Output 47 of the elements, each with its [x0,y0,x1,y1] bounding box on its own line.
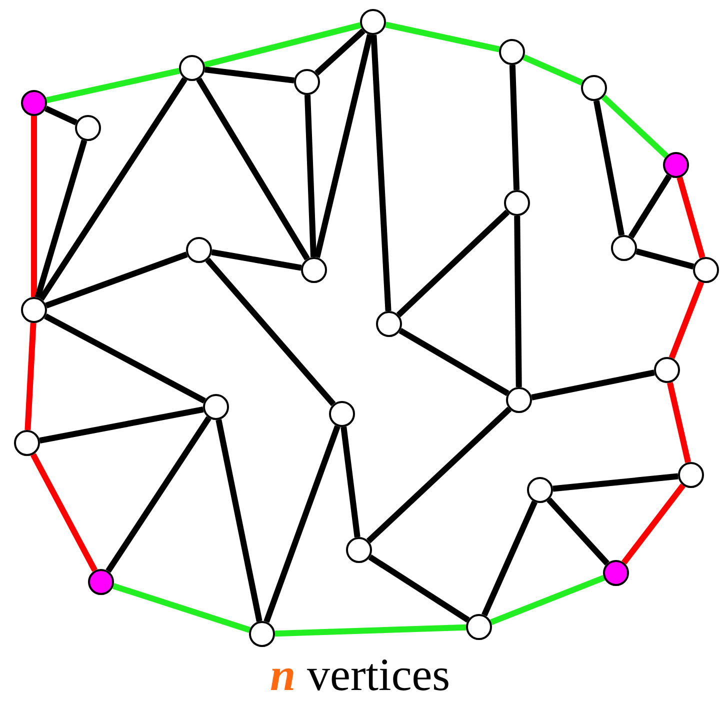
graph-edge [601,94,669,158]
graph-edge [593,100,625,236]
graph-edge [385,22,500,52]
graph-edge [274,624,466,637]
graph-edge [622,484,686,564]
graph-edge [38,77,188,301]
graph-edge [522,54,584,86]
graph-edge [31,116,37,297]
graph-edge [211,249,302,271]
graph-edge [370,34,392,312]
graph-edge [39,406,204,444]
graph-edge [106,416,212,573]
graph-edge [398,328,510,396]
graph-edge [204,22,362,68]
graph-edge [112,583,251,633]
graph-edge [196,78,310,260]
graph-edge [490,574,605,626]
graph-edge [366,406,512,544]
graph-edge [514,216,522,388]
graph-edge [636,248,694,270]
graph-edge [205,258,336,406]
graph-edge [552,473,678,492]
graph-edge [46,68,180,104]
graph-edge [531,370,655,400]
graph-edge [304,94,317,258]
graph-edge [264,425,340,623]
graph-edge [509,64,520,190]
graph-edge [396,210,510,318]
graph-edge [668,281,704,359]
graph-edge [676,176,706,258]
graph-edge [666,382,692,463]
graph-edge [30,453,98,572]
graph-edge [482,500,538,616]
graph-edge [204,66,294,84]
graph-edge [44,313,206,404]
graph-edge [44,106,78,126]
graph-edge [628,174,672,239]
graph-edge [546,498,610,566]
graph-edge [340,426,360,538]
graph-edge [216,419,262,622]
graph-edge [314,28,366,76]
graph-edge [34,140,88,298]
caption: n vertices [268,652,452,698]
graph-edge [368,554,470,622]
graph-edge [45,252,188,308]
graph-edge [24,322,36,430]
graph-edge [314,34,373,258]
